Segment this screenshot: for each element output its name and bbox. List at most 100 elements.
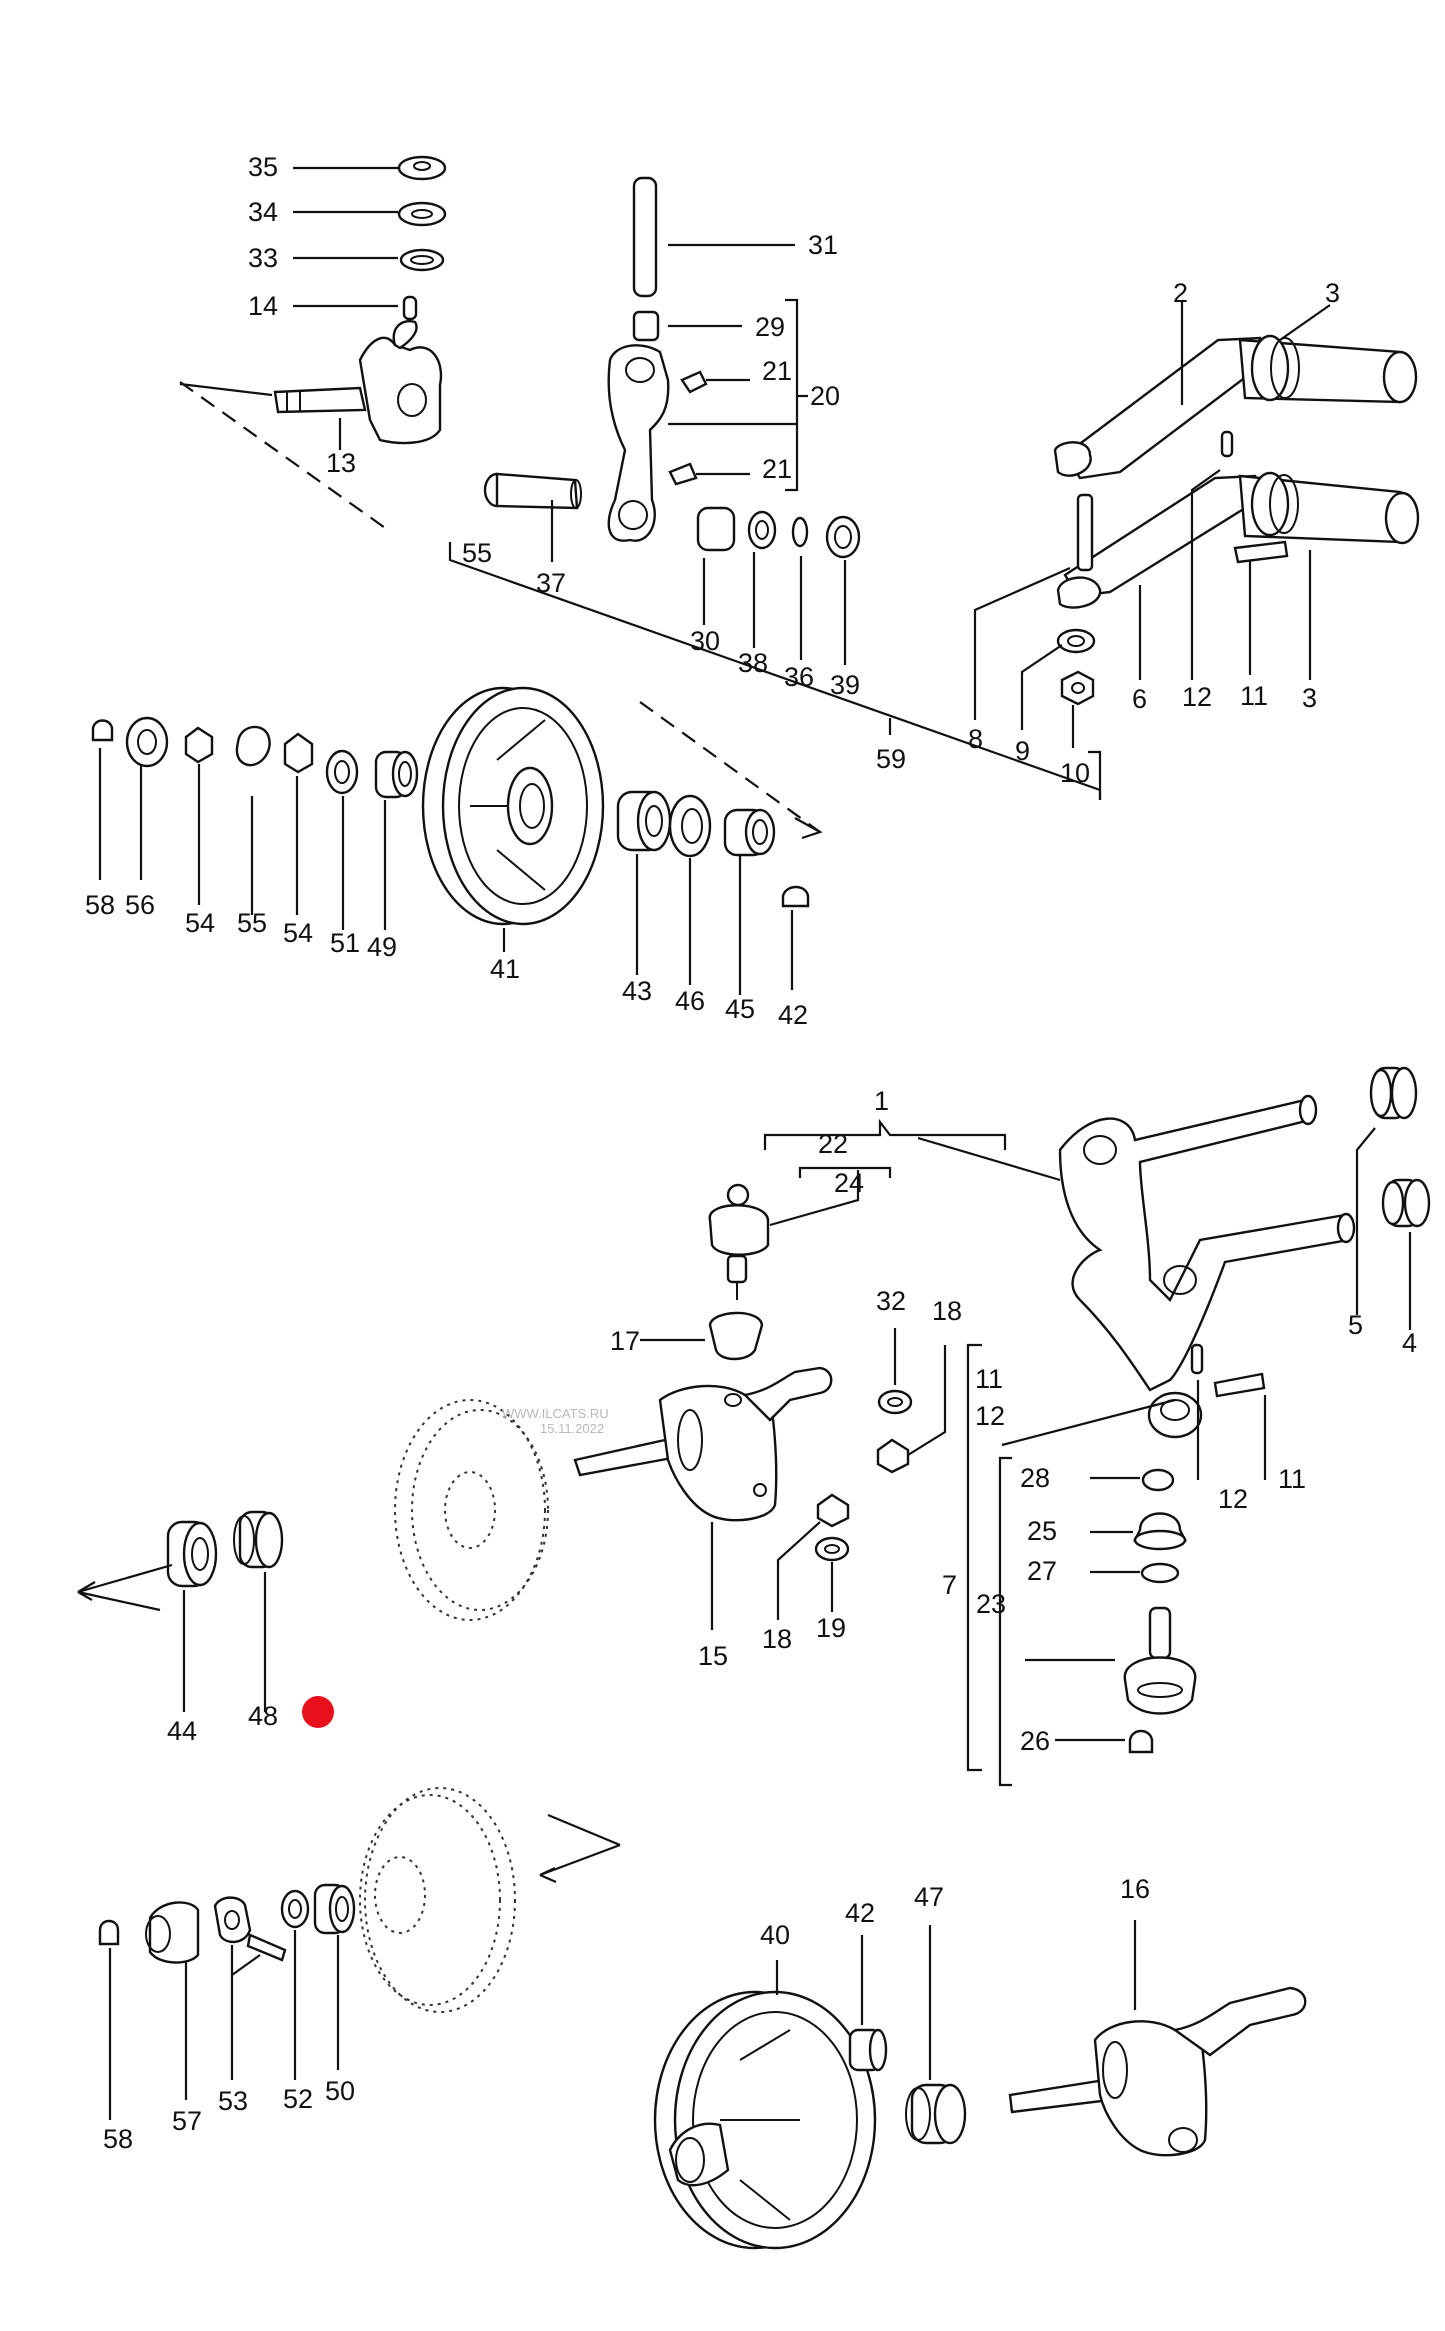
bearing-part-50[interactable] — [313, 1883, 356, 1935]
callout-12b: 12 — [975, 1401, 1005, 1431]
cap-part-28[interactable] — [1141, 1468, 1175, 1492]
bushing-part-29[interactable] — [632, 310, 660, 342]
pin-part-14[interactable] — [402, 295, 418, 321]
bearing-44-48-group — [77, 1510, 334, 1728]
bearing-part-44[interactable] — [166, 1520, 218, 1588]
callout-59: 59 — [876, 744, 906, 774]
ball-joint-part-24[interactable] — [708, 1183, 770, 1300]
callout-58b: 58 — [103, 2124, 133, 2154]
screw-part-11a[interactable] — [1233, 540, 1289, 564]
pin-part-12a[interactable] — [1220, 430, 1234, 458]
bolt-part-8[interactable] — [1076, 493, 1094, 572]
brake-drum-part-40[interactable] — [653, 1990, 877, 2250]
washer-part-51[interactable] — [325, 749, 359, 795]
callout-26: 26 — [1020, 1726, 1050, 1756]
washer-part-33[interactable] — [399, 248, 445, 272]
nut-part-18a[interactable] — [876, 1438, 910, 1474]
callout-11a: 11 — [1240, 681, 1268, 711]
cap-part-58a[interactable] — [91, 719, 114, 742]
washer-part-32[interactable] — [877, 1389, 913, 1415]
steering-knuckle-part-15[interactable] — [573, 1366, 833, 1522]
washer-part-9[interactable] — [1056, 628, 1096, 654]
callout-3b: 3 — [1302, 683, 1317, 713]
callout-34: 34 — [248, 197, 278, 227]
hub-assembly-group — [98, 1787, 621, 2120]
callout-39: 39 — [830, 670, 860, 700]
callout-56: 56 — [125, 890, 155, 920]
washer-part-52[interactable] — [280, 1889, 310, 1929]
nipple-part-26[interactable] — [1128, 1729, 1154, 1754]
ball-joint-part-23[interactable] — [1123, 1606, 1197, 1715]
cap-part-58b[interactable] — [98, 1919, 120, 1946]
washer-part-38[interactable] — [747, 510, 777, 550]
nut-part-54a[interactable] — [184, 726, 214, 764]
callout-45: 45 — [725, 994, 755, 1024]
ring-part-27[interactable] — [1140, 1562, 1180, 1584]
spindle-part-13[interactable] — [273, 320, 443, 445]
callout-12a: 12 — [1182, 682, 1212, 712]
seal-part-39[interactable] — [825, 515, 861, 559]
callout-13: 13 — [326, 448, 356, 478]
callout-12c: 12 — [1218, 1484, 1248, 1514]
callout-14: 14 — [248, 291, 278, 321]
ring-part-46[interactable] — [668, 794, 712, 858]
shaft-part-31[interactable] — [632, 176, 658, 298]
callout-43: 43 — [622, 976, 652, 1006]
callout-21b: 21 — [762, 454, 792, 484]
top-left-spindle-group — [179, 155, 447, 531]
seal-part-48[interactable] — [233, 1510, 284, 1569]
arm-part-20[interactable] — [607, 344, 670, 542]
screw-part-11b[interactable] — [1213, 1372, 1266, 1398]
callout-49: 49 — [367, 932, 397, 962]
bearing-part-43[interactable] — [616, 790, 672, 852]
boot-part-17[interactable] — [708, 1311, 764, 1361]
axle-tube-group — [973, 300, 1420, 800]
drum-row-group — [91, 686, 823, 995]
seal-part-47[interactable] — [905, 2083, 967, 2145]
bushing-part-4[interactable] — [1381, 1178, 1431, 1228]
callout-42b: 42 — [845, 1898, 875, 1928]
steering-arm-group — [448, 176, 1102, 800]
brake-drum-part-41[interactable] — [421, 686, 605, 926]
lock-plate-part-55[interactable] — [235, 725, 271, 767]
seal-part-45[interactable] — [723, 808, 776, 857]
callout-10: 10 — [1060, 758, 1090, 788]
clamp-nut-part-53[interactable] — [213, 1896, 252, 1944]
grease-nipple-part-21a[interactable] — [680, 370, 708, 394]
washer-part-19[interactable] — [814, 1536, 850, 1562]
nut-part-54b[interactable] — [283, 732, 314, 774]
watermark-site: WWW.ILCATS.RU — [502, 1406, 609, 1421]
washer-part-34[interactable] — [397, 201, 447, 227]
callout-20: 20 — [810, 381, 840, 411]
nipple-part-42a[interactable] — [781, 885, 810, 908]
callout-6: 6 — [1132, 684, 1147, 714]
callout-55b: 55 — [237, 908, 267, 938]
callout-37: 37 — [536, 568, 566, 598]
callout-32: 32 — [876, 1286, 906, 1316]
circlip-part-36[interactable] — [791, 516, 809, 548]
callout-7: 7 — [942, 1570, 957, 1600]
axle-tube-part-2[interactable] — [1053, 334, 1418, 480]
cap-part-57[interactable] — [148, 1901, 200, 1964]
callout-17: 17 — [610, 1326, 640, 1356]
callout-51: 51 — [330, 928, 360, 958]
cap-part-56[interactable] — [125, 716, 169, 768]
bushing-part-30[interactable] — [696, 506, 736, 552]
pin-part-12b[interactable] — [1190, 1343, 1204, 1375]
grease-nipple-part-21b[interactable] — [668, 462, 698, 486]
axle-tube-part-6[interactable] — [1056, 471, 1420, 609]
callout-42a: 42 — [778, 1000, 808, 1030]
callout-30: 30 — [690, 626, 720, 656]
nut-part-18b[interactable] — [816, 1493, 850, 1528]
axle-beam-group: WWW.ILCATS.RU 15.11.2022 — [394, 1066, 1431, 1772]
nut-part-10[interactable] — [1060, 670, 1095, 706]
nut-part-35[interactable] — [397, 155, 447, 181]
bushing-part-42b[interactable] — [848, 2028, 888, 2072]
bearing-part-49[interactable] — [374, 750, 419, 799]
bushing-part-5[interactable] — [1369, 1066, 1418, 1120]
callout-11b: 11 — [975, 1364, 1003, 1394]
steering-knuckle-part-16[interactable] — [1008, 1986, 1307, 2157]
axle-beam-part-22[interactable] — [1058, 1094, 1356, 1439]
callout-36: 36 — [784, 662, 814, 692]
bolt-part-37[interactable] — [483, 472, 582, 510]
